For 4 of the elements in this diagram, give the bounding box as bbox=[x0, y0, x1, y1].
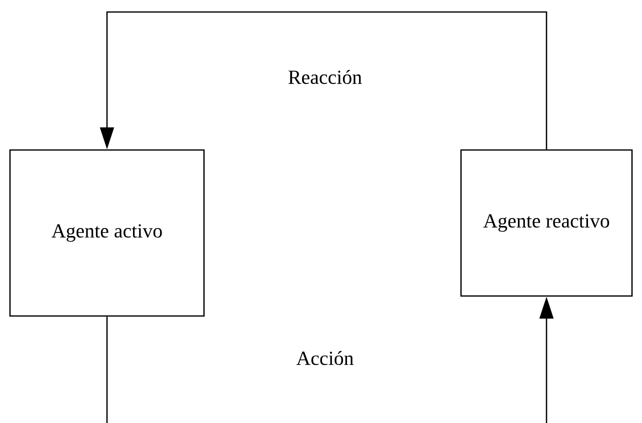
agent-box: Agente reactivo bbox=[460, 149, 633, 297]
edge-label: Reacción bbox=[288, 70, 362, 84]
agent-box: Agente activo bbox=[9, 149, 205, 317]
action-label: Acción bbox=[296, 350, 354, 366]
